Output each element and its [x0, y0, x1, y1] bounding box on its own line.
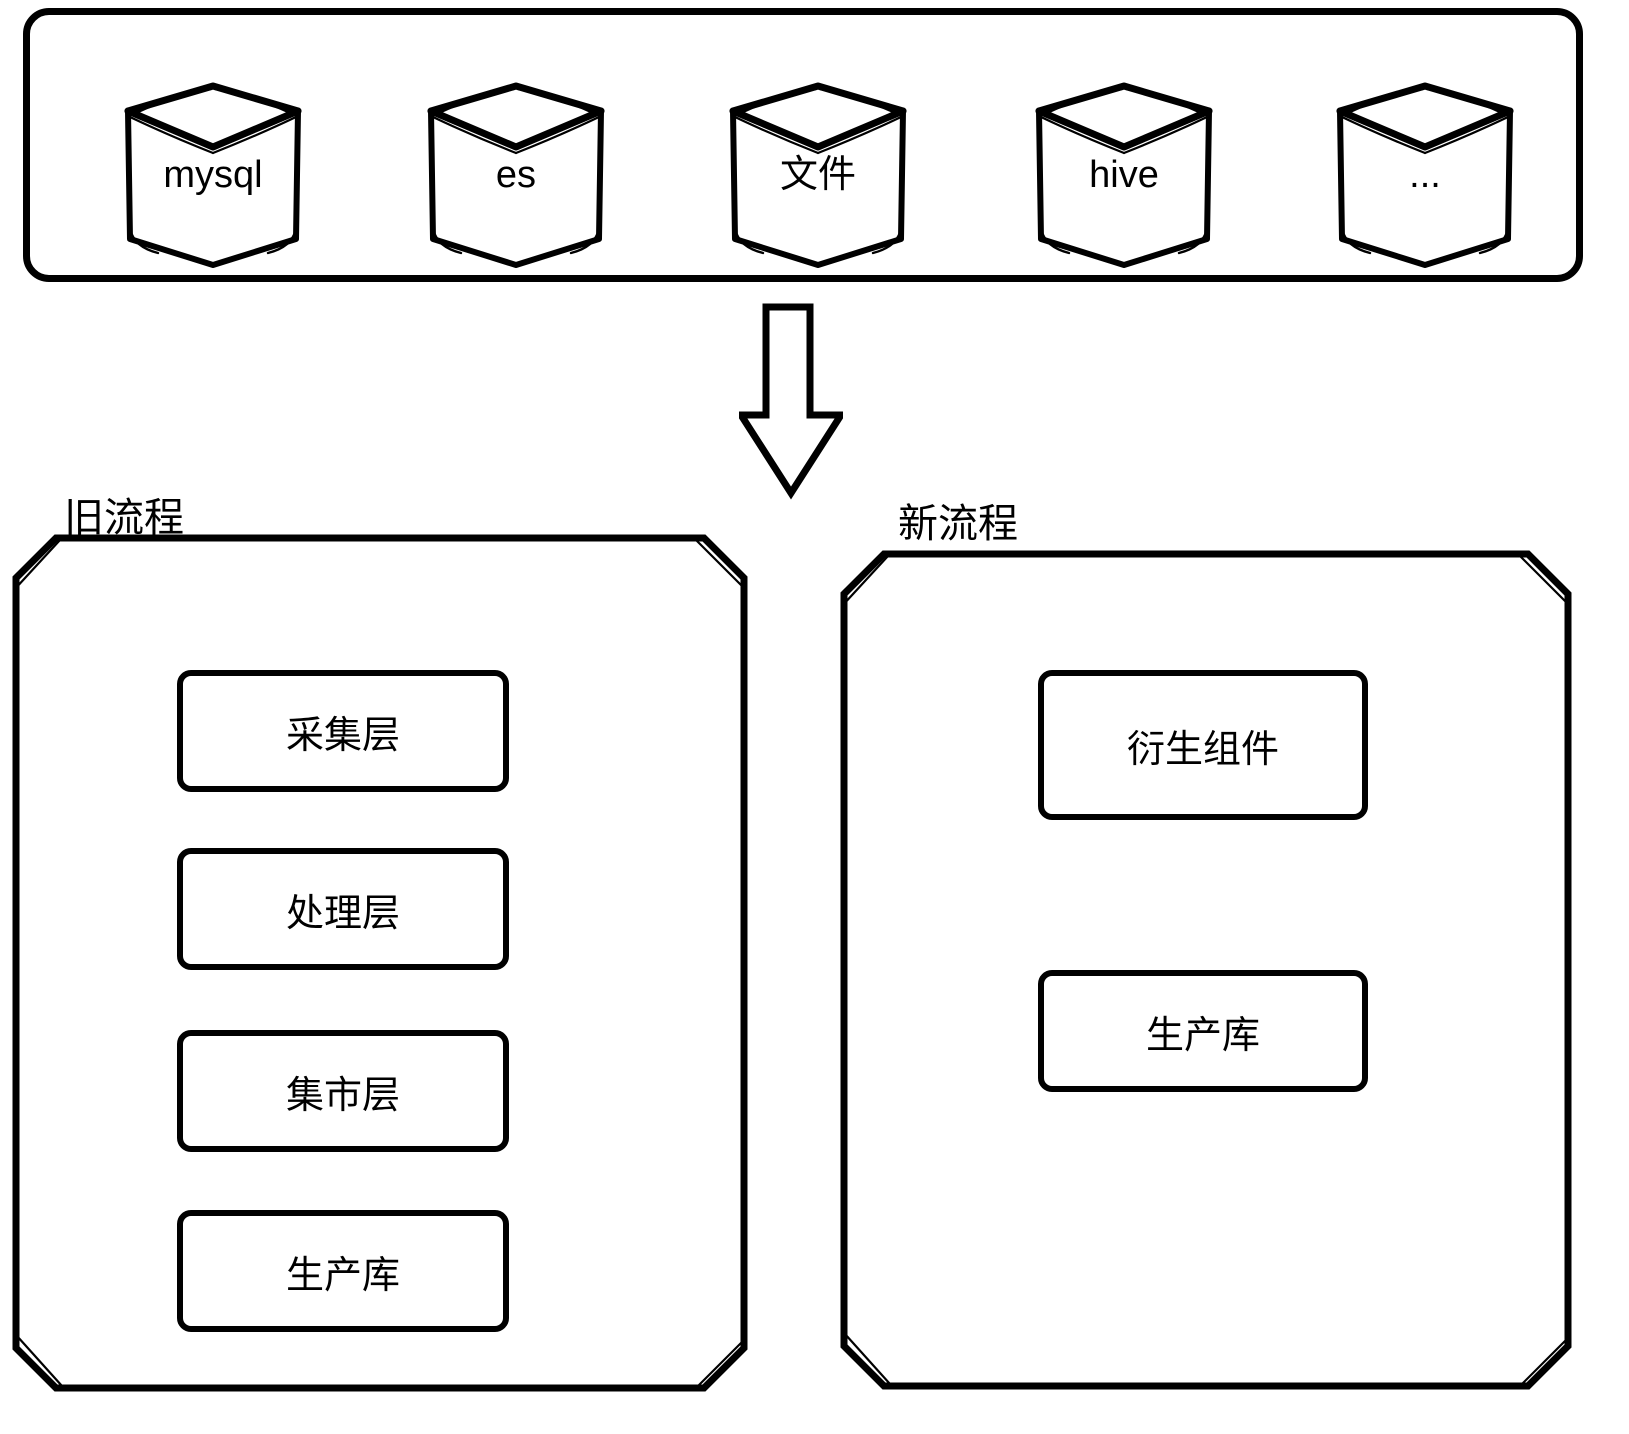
- database-cube-icon: [729, 82, 907, 268]
- layer-box-production-old: 生产库: [177, 1210, 509, 1332]
- layer-box-production-new: 生产库: [1038, 970, 1368, 1092]
- db-cube-label: es: [495, 154, 537, 196]
- old-flow-container: [12, 534, 748, 1392]
- database-cube-icon: [427, 82, 605, 268]
- db-cube-hive: hive: [1035, 81, 1213, 269]
- database-cube-icon: [1035, 82, 1213, 268]
- layer-box-collection: 采集层: [177, 670, 509, 792]
- layer-box-derived-components: 衍生组件: [1038, 670, 1368, 820]
- db-cube-others: ...: [1336, 81, 1514, 269]
- db-cube-label: hive: [1089, 154, 1159, 196]
- db-cube-label: mysql: [163, 154, 263, 196]
- db-cube-file: 文件: [729, 81, 907, 269]
- layer-box-mart: 集市层: [177, 1030, 509, 1152]
- old-flow-title: 旧流程: [64, 496, 184, 540]
- new-flow-container: [840, 550, 1572, 1390]
- db-cube-mysql: mysql: [124, 81, 302, 269]
- database-cube-icon: [1336, 82, 1514, 268]
- db-cube-label: 文件: [779, 154, 856, 196]
- layer-box-processing: 处理层: [177, 848, 509, 970]
- database-cube-icon: [124, 82, 302, 268]
- db-cube-label: ...: [1409, 154, 1441, 196]
- down-arrow-icon: [739, 303, 843, 500]
- new-flow-title: 新流程: [898, 502, 1018, 546]
- db-cube-es: es: [427, 81, 605, 269]
- data-sources-panel: mysql es 文件: [23, 8, 1583, 282]
